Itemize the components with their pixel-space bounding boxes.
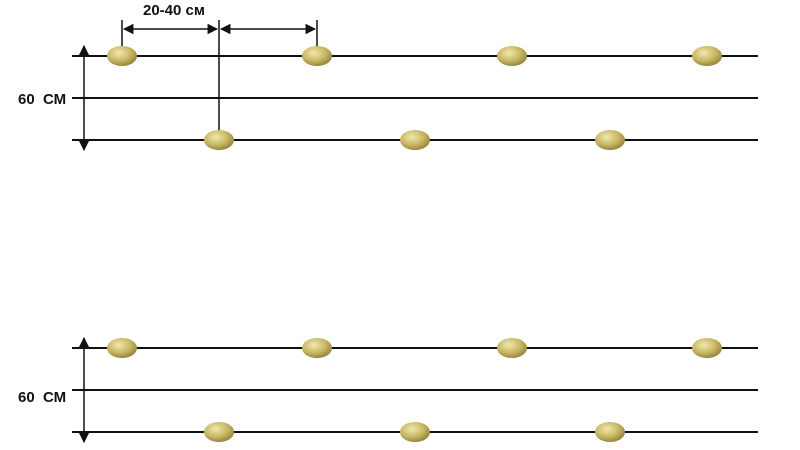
tuber [595,130,625,150]
spacing-label: 20-40 см [143,2,205,19]
bottom-row-gap-label: 60 СМ [18,389,66,406]
tuber [302,46,332,66]
tuber [107,338,137,358]
spacing-dimension: 20-40 см [121,2,318,140]
tuber [204,130,234,150]
top-row-gap-label: 60 СМ [18,91,66,108]
tuber [692,338,722,358]
bottom-row-gap-dimension: 60 СМ [18,336,90,444]
tuber [204,422,234,442]
tuber [400,130,430,150]
top-row-gap-dimension: 60 СМ [18,44,90,152]
bottom-scheme: 60 СМ [18,336,758,444]
tuber [400,422,430,442]
tuber [302,338,332,358]
tuber [692,46,722,66]
tuber [107,46,137,66]
tuber [497,338,527,358]
tuber [497,46,527,66]
tuber [595,422,625,442]
top-scheme: 20-40 см 60 СМ [18,2,758,152]
